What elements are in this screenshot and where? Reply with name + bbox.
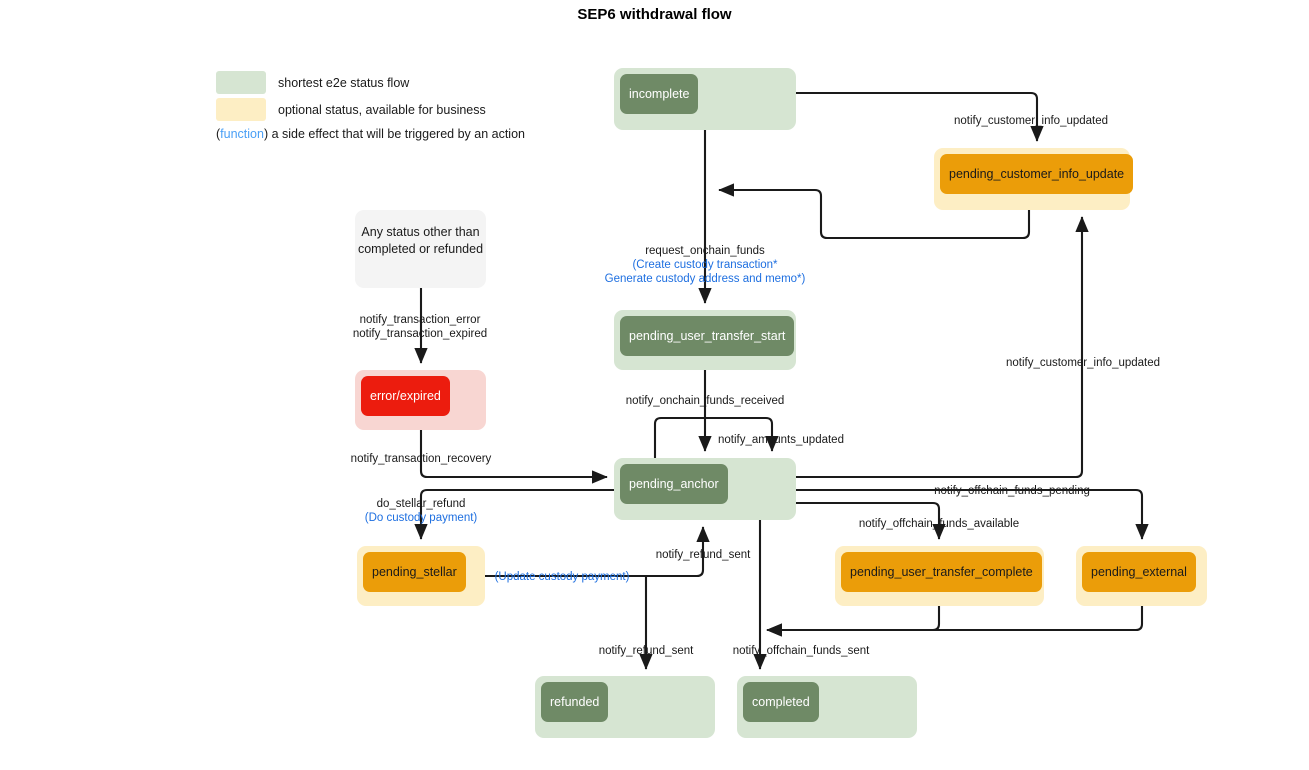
legend-label-optional-status: optional status, available for business [278, 102, 486, 117]
node-pending_external[interactable]: pending_external [1076, 546, 1207, 606]
edge-label-notify-transaction-recovery: notify_transaction_recovery [351, 452, 492, 466]
edge-label-line: (Update custody payment) [494, 571, 630, 583]
edge-label-notify-transaction-error: notify_transaction_error notify_transacti… [353, 313, 487, 341]
edge-label-update-custody-payment: (Update custody payment) [495, 570, 630, 584]
node-label-completed: completed [743, 682, 819, 722]
node-label-pending_stellar: pending_stellar [363, 552, 466, 592]
edge-label-notify-customer-info-updated-top: notify_customer_info_updated [954, 114, 1108, 128]
edge-label-line: notify_customer_info_updated [953, 115, 1109, 127]
edge-label-notify-refund-sent-down: notify_refund_sent [599, 644, 694, 658]
page-title: SEP6 withdrawal flow [577, 6, 732, 23]
edge-label-notify-offchain-funds-available: notify_offchain_funds_available [859, 517, 1019, 531]
node-label-pending_user_transfer_complete: pending_user_transfer_complete [841, 552, 1042, 592]
node-label-error_expired: error/expired [361, 376, 450, 416]
edge-label-line: request_onchain_funds [645, 245, 765, 257]
node-pending_user_transfer_start[interactable]: pending_user_transfer_start [614, 310, 796, 370]
legend-label-shortest-flow: shortest e2e status flow [278, 75, 410, 90]
node-incomplete[interactable]: incomplete [614, 68, 796, 130]
edge-label-line: notify_offchain_funds_sent [732, 645, 870, 657]
node-label-pending_anchor: pending_anchor [620, 464, 728, 504]
edge-label-notify-amounts-updated: notify_amounts_updated [718, 433, 844, 447]
legend: shortest e2e status flow optional status… [216, 70, 736, 141]
node-pending_anchor[interactable]: pending_anchor [614, 458, 796, 520]
node-pending_user_transfer_complete[interactable]: pending_user_transfer_complete [835, 546, 1044, 606]
node-label-pending_external: pending_external [1082, 552, 1196, 592]
node-label-refunded: refunded [541, 682, 609, 722]
edge-label-line: notify_offchain_funds_pending [934, 485, 1090, 497]
legend-note-function: (function) a side effect that will be tr… [216, 127, 736, 141]
edge-label-line: notify_offchain_funds_available [858, 518, 1020, 530]
node-label-pending_user_transfer_start: pending_user_transfer_start [620, 316, 795, 356]
node-completed[interactable]: completed [737, 676, 917, 738]
edge-label-notify-offchain-funds-sent: notify_offchain_funds_sent [733, 644, 870, 658]
legend-item-optional-status: optional status, available for business [216, 97, 736, 122]
edge-label-notify-onchain-funds-received: notify_onchain_funds_received [626, 394, 785, 408]
edge-label-line: notify_customer_info_updated [1005, 357, 1161, 369]
edge-label-line: notify_refund_sent [598, 645, 694, 657]
legend-swatch-green [216, 71, 266, 94]
edge-pending-user-transfer-complete-to-completed [766, 606, 941, 637]
legend-note-prefix: ( [216, 127, 221, 141]
edge-label-do-stellar-refund: do_stellar_refund (Do custody payment) [365, 497, 478, 525]
node-pending_customer_info_update[interactable]: pending_customer_info_update [934, 148, 1134, 210]
edge-label-line: notify_transaction_error [359, 314, 481, 326]
edge-label-line: Generate custody address and memo*) [604, 273, 806, 285]
legend-note-function-word: function [220, 127, 264, 141]
edge-label-request-onchain-funds: request_onchain_funds (Create custody tra… [605, 244, 806, 286]
edge-label-notify-customer-info-updated-right: notify_customer_info_updated [1006, 356, 1160, 370]
node-pending_stellar[interactable]: pending_stellar [357, 546, 485, 606]
edge-label-line: (Do custody payment) [364, 512, 478, 524]
edge-label-notify-refund-sent-up: notify_refund_sent [656, 548, 751, 562]
node-error_expired[interactable]: error/expired [355, 370, 486, 430]
edge-label-line: do_stellar_refund [376, 498, 466, 510]
node-label-pending_customer_info_update: pending_customer_info_update [940, 154, 1134, 194]
edge-label-notify-offchain-funds-pending: notify_offchain_funds_pending [934, 484, 1090, 498]
edge-label-line: (Create custody transaction* [632, 259, 778, 271]
edge-label-line: notify_amounts_updated [718, 434, 844, 446]
node-label-incomplete: incomplete [620, 74, 699, 114]
edge-label-line: notify_refund_sent [655, 549, 751, 561]
legend-note-suffix: ) a side effect that will be triggered b… [263, 127, 525, 141]
legend-item-shortest-flow: shortest e2e status flow [216, 70, 736, 95]
legend-swatch-orange [216, 98, 266, 121]
edge-label-line: notify_transaction_expired [352, 328, 488, 340]
edge-label-line: notify_onchain_funds_received [625, 395, 785, 407]
node-refunded[interactable]: refunded [535, 676, 715, 738]
edge-pending-external-to-completed [766, 606, 1144, 637]
edge-label-line: notify_transaction_recovery [350, 453, 492, 465]
